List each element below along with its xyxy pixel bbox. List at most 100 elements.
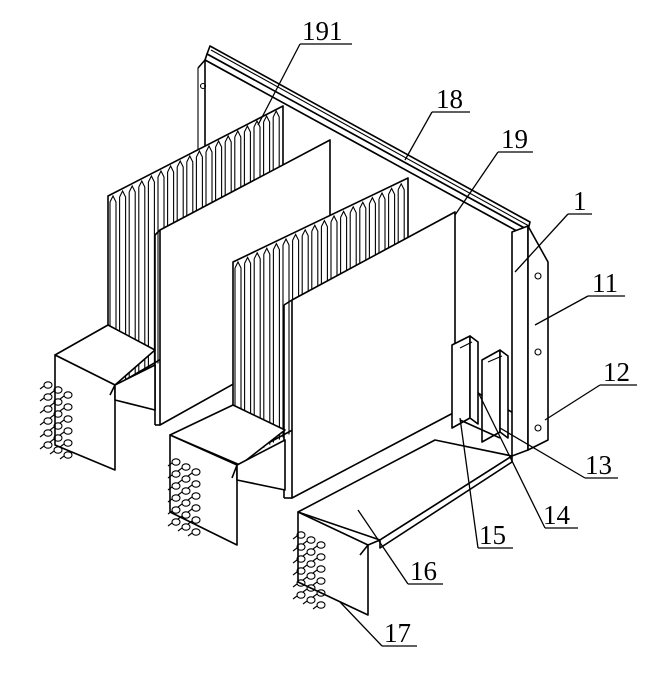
terminal-screw [171,494,181,502]
terminal-lead [39,433,45,438]
terminal-lead [187,508,193,513]
terminal-lead [177,491,183,496]
terminal-lead [177,503,183,508]
label-18: 18 [436,84,463,114]
terminal-screw [316,541,326,549]
terminal-screw [171,506,181,514]
terminal-lead [292,535,298,540]
label-191: 191 [302,16,343,46]
terminal-screw [191,480,201,488]
terminal-screw [191,468,201,476]
terminal-screw [296,531,306,539]
terminal-lead [39,421,45,426]
front-base [292,439,513,616]
fin [272,242,280,443]
terminal-screw [171,482,181,490]
terminal-screw [181,475,191,483]
terminal-group-middle [167,458,201,537]
terminal-screw [181,499,191,507]
terminal-lead [302,588,308,593]
terminal-screw [171,458,181,466]
terminal-lead [312,581,318,586]
terminal-screw [316,589,326,597]
label-1: 1 [573,186,587,216]
terminal-screw [306,560,316,568]
terminal-lead [302,564,308,569]
fin [263,246,271,448]
terminal-lead [292,571,298,576]
terminal-screw [316,601,326,609]
clip-right [481,349,509,443]
terminal-lead [187,532,193,537]
mount-hole-top [534,272,542,280]
terminal-screw [63,439,73,447]
terminal-lead [49,390,55,395]
mount-hole-bottom [534,424,542,432]
terminal-group-rear [39,381,73,460]
label-19: 19 [501,124,528,154]
fin [282,237,290,438]
terminal-screw [191,528,201,536]
terminal-screw [43,429,53,437]
terminal-lead [292,559,298,564]
terminal-lead [177,479,183,484]
terminal-screw [296,555,306,563]
terminal-lead [49,450,55,455]
terminal-screw [53,398,63,406]
terminal-screw [63,451,73,459]
terminal-screw [43,393,53,401]
side-plate [511,225,549,457]
terminal-lead [167,510,173,515]
terminal-screw [53,434,63,442]
terminal-lead [49,438,55,443]
terminal-screw [63,415,73,423]
terminal-lead [177,467,183,472]
terminal-screw [63,391,73,399]
terminal-screw [316,577,326,585]
terminal-screw [171,518,181,526]
terminal-lead [302,600,308,605]
terminal-screw [53,422,63,430]
terminal-lead [187,484,193,489]
terminal-screw [53,386,63,394]
terminal-screw [306,572,316,580]
reference-labels: 191 18 19 1 11 12 13 14 15 16 17 [302,16,630,648]
terminal-screw [181,463,191,471]
label-14: 14 [543,500,571,530]
terminal-lead [59,443,65,448]
terminal-lead [49,414,55,419]
terminal-lead [167,522,173,527]
terminal-screw [43,405,53,413]
terminal-lead [312,557,318,562]
terminal-screw [181,511,191,519]
module-middle [167,177,456,546]
label-13: 13 [585,450,612,480]
terminal-screw [181,523,191,531]
label-16: 16 [410,556,437,586]
terminal-lead [49,402,55,407]
terminal-lead [292,547,298,552]
terminal-lead [187,472,193,477]
terminal-screw [171,470,181,478]
terminal-lead [59,407,65,412]
mount-hole-mid [534,348,542,356]
terminal-lead [167,486,173,491]
terminal-screw [296,579,306,587]
terminal-lead [292,595,298,600]
terminal-screw [316,553,326,561]
label-11: 11 [592,268,618,298]
terminal-lead [39,397,45,402]
terminal-lead [167,462,173,467]
terminal-screw [181,487,191,495]
terminal-screw [43,441,53,449]
label-12: 12 [603,357,630,387]
terminal-lead [177,515,183,520]
terminal-lead [59,455,65,460]
terminal-lead [312,569,318,574]
terminal-screw [53,410,63,418]
terminal-screw [296,543,306,551]
terminal-screw [296,567,306,575]
terminal-lead [59,395,65,400]
terminal-lead [167,474,173,479]
